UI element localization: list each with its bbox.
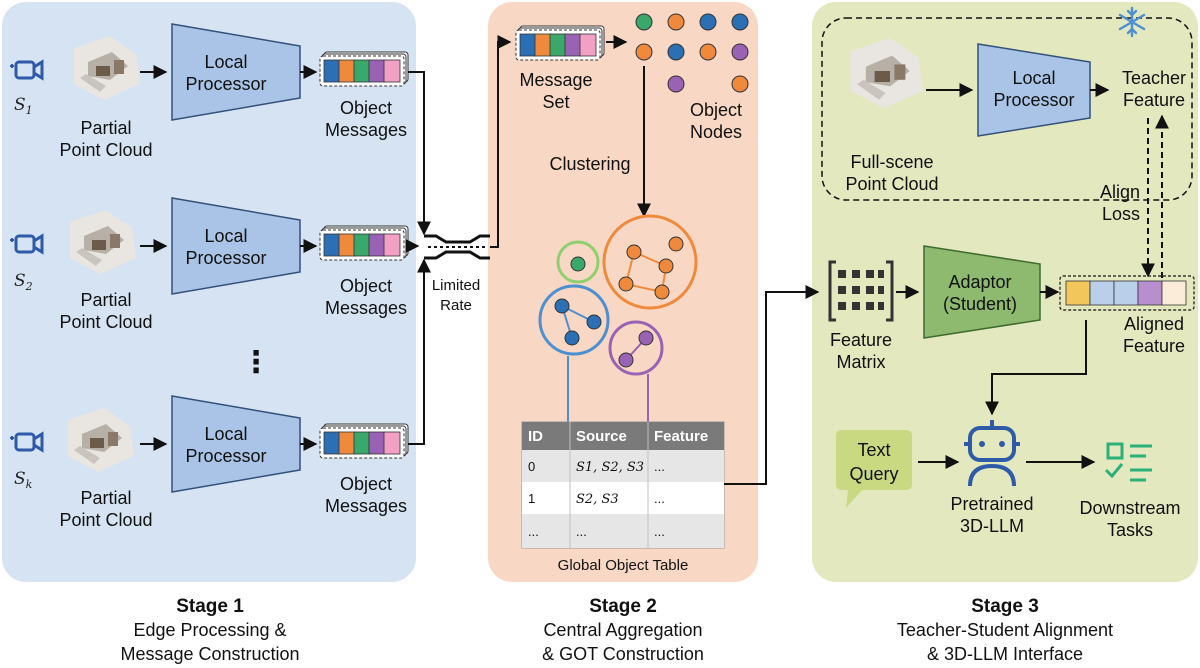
- table-caption: Global Object Table: [558, 557, 689, 574]
- aligned-feature-vector: [1059, 275, 1195, 311]
- adaptor-student-block: [923, 245, 1041, 339]
- table-cell-feature: ...: [654, 524, 665, 539]
- feature-matrix-label: Feature: [830, 330, 892, 350]
- partial-label: Partial: [80, 118, 131, 138]
- table-cell-id: 0: [528, 459, 535, 474]
- channel-label: Rate: [440, 297, 472, 314]
- tasks-label: Tasks: [1107, 520, 1153, 540]
- messages-label: Messages: [325, 120, 407, 140]
- message-set-label: Message: [519, 70, 592, 90]
- processor-label: Local: [204, 226, 247, 246]
- stage1-subtitle: Message Construction: [120, 644, 299, 664]
- table-header-feature: Feature: [654, 428, 708, 445]
- table-cell-source: ...: [576, 524, 587, 539]
- clustering-label: Clustering: [549, 154, 630, 174]
- message-set-label: Set: [542, 92, 569, 112]
- teacher-feature-label: Feature: [1123, 90, 1185, 110]
- cluster-blue: [538, 284, 610, 356]
- object-messages-stack: [319, 225, 409, 261]
- adaptor-label: Adaptor: [948, 272, 1011, 292]
- stage1-title: Stage 1: [176, 596, 244, 617]
- table-cell-source: S1, S2, S3: [576, 460, 644, 475]
- processor-label: Processor: [185, 74, 266, 94]
- object-nodes-label: Nodes: [690, 122, 742, 142]
- stage3-title: Stage 3: [971, 596, 1039, 617]
- object-messages-stack: [319, 51, 409, 87]
- table-cell-feature: ...: [654, 459, 665, 474]
- stage1-subtitle: Edge Processing &: [133, 620, 286, 640]
- align-loss-label: Loss: [1102, 204, 1140, 224]
- messages-label: Messages: [325, 496, 407, 516]
- object-messages-stack: [319, 423, 409, 459]
- object-nodes-grid: [635, 13, 749, 93]
- table-cell-source: S2, S3: [576, 492, 619, 507]
- partial-label: Point Cloud: [59, 140, 152, 160]
- channel-label: Limited: [432, 277, 480, 294]
- robot-llm-icon: [964, 420, 1020, 487]
- messages-label: Object: [340, 98, 392, 118]
- vertical-ellipsis: ⋮: [241, 345, 271, 380]
- stage3-subtitle: & 3D-LLM Interface: [927, 644, 1083, 664]
- object-nodes-label: Object: [690, 100, 742, 120]
- text-query-label: Query: [849, 464, 898, 484]
- partial-label: Point Cloud: [59, 510, 152, 530]
- tasks-label: Downstream: [1079, 498, 1180, 518]
- table-header-source: Source: [576, 428, 627, 445]
- table-cell-id: 1: [528, 491, 535, 506]
- feature-matrix-label: Matrix: [837, 352, 886, 372]
- partial-label: Point Cloud: [59, 312, 152, 332]
- frozen-teacher-region: [821, 17, 1193, 201]
- limited-rate-channel-icon: [424, 234, 490, 260]
- table-header-id: ID: [528, 428, 543, 445]
- feature-matrix-icon: [828, 260, 894, 322]
- processor-label: Processor: [993, 90, 1074, 110]
- messages-label: Messages: [325, 298, 407, 318]
- snowflake-icon: [1118, 6, 1146, 38]
- text-query-label: Text: [857, 440, 890, 460]
- cluster-orange: [602, 214, 698, 310]
- text-query-bubble: [836, 430, 912, 508]
- adaptor-label: (Student): [943, 294, 1017, 314]
- teacher-feature-label: Teacher: [1122, 68, 1186, 88]
- partial-label: Partial: [80, 488, 131, 508]
- llm-label: 3D-LLM: [960, 516, 1024, 536]
- messages-label: Object: [340, 276, 392, 296]
- llm-label: Pretrained: [950, 494, 1033, 514]
- checklist-icon: [1104, 442, 1152, 482]
- local-processor-block: [171, 395, 301, 493]
- local-processor-block: [171, 197, 301, 295]
- stage3-subtitle: Teacher-Student Alignment: [897, 620, 1113, 640]
- global-object-table: ID Source Feature 0 S1, S2, S3 ... 1 S2,…: [521, 421, 725, 549]
- messages-label: Object: [340, 474, 392, 494]
- processor-label: Processor: [185, 248, 266, 268]
- cluster-purple: [608, 320, 664, 376]
- processor-label: Local: [204, 424, 247, 444]
- processor-label: Local: [204, 52, 247, 72]
- teacher-local-processor-block: [977, 43, 1091, 137]
- partial-label: Partial: [80, 290, 131, 310]
- stage2-subtitle: & GOT Construction: [542, 644, 704, 664]
- align-loss-label: Align: [1100, 182, 1140, 202]
- aligned-feature-label: Aligned: [1124, 314, 1184, 334]
- local-processor-block: [171, 23, 301, 121]
- table-cell-id: ...: [528, 524, 539, 539]
- stage2-subtitle: Central Aggregation: [543, 620, 702, 640]
- aligned-feature-label: Feature: [1123, 336, 1185, 356]
- table-cell-feature: ...: [654, 491, 665, 506]
- processor-label: Local: [1012, 68, 1055, 88]
- message-set-stack: [515, 25, 605, 61]
- fullscene-label: Point Cloud: [845, 174, 938, 194]
- processor-label: Processor: [185, 446, 266, 466]
- cluster-green: [556, 240, 600, 284]
- stage2-title: Stage 2: [589, 596, 657, 617]
- fullscene-label: Full-scene: [850, 152, 933, 172]
